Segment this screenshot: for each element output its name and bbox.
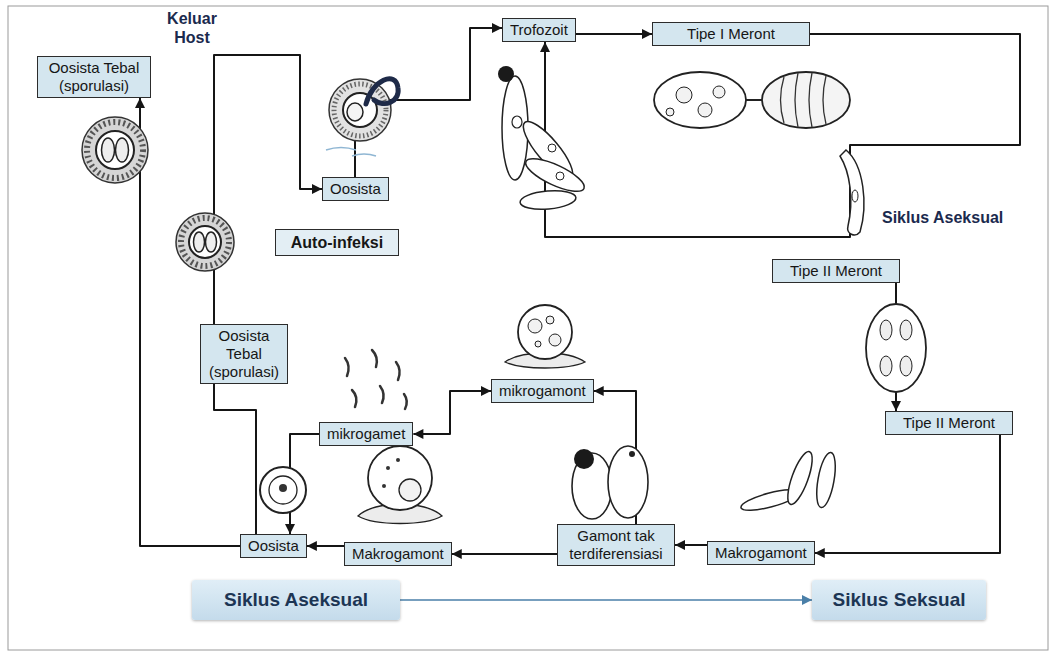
gamonts — [572, 446, 648, 519]
stage-box: Oosista — [322, 177, 389, 201]
connector — [307, 541, 344, 551]
stage-box: Tipe I Meront — [652, 22, 810, 46]
arrow-head — [802, 595, 812, 605]
connector-line — [400, 599, 812, 601]
stage-box: mikrogamet — [319, 422, 413, 446]
stage-text: Oosista — [330, 180, 381, 198]
arrow-head — [135, 98, 145, 108]
connector — [540, 34, 1020, 237]
connector — [413, 386, 491, 439]
stage-box: Makrogamont — [344, 542, 452, 566]
arrow-head — [413, 429, 423, 439]
stage-text: Tipe I Meront — [660, 25, 802, 43]
connector — [135, 98, 240, 546]
stage-box: Gamont tak terdiferensiasi — [557, 524, 675, 566]
arrow-head — [492, 23, 502, 33]
trophozoite-cluster — [498, 66, 588, 211]
stage-box: mikrogamont — [491, 379, 594, 403]
connector — [214, 384, 256, 534]
frame — [8, 6, 1048, 650]
stage-text: Auto-infeksi — [284, 233, 390, 252]
arrow-head — [675, 540, 685, 550]
stage-text: Oosista Tebal (sporulasi) — [45, 59, 143, 95]
connector — [675, 540, 707, 550]
stage-box: Makrogamont — [707, 541, 815, 565]
connector — [214, 55, 322, 324]
stage-text: mikrogamet — [327, 425, 405, 443]
arrow-head — [307, 541, 317, 551]
excysting-oocyst — [326, 79, 398, 156]
stage-text: Oosista — [248, 537, 299, 555]
arrow-head — [540, 42, 550, 52]
oocyst — [260, 467, 306, 513]
arrow-head — [642, 29, 652, 39]
stage-box: Trofozoit — [502, 18, 576, 42]
connector-line — [815, 435, 1000, 553]
stage-box: Tipe II Meront — [885, 411, 1013, 435]
microgamont — [505, 305, 585, 368]
stage-text: Makrogamont — [715, 544, 807, 562]
arrow-head — [891, 401, 901, 411]
connector — [400, 595, 812, 605]
stage-text: mikrogamont — [499, 382, 586, 400]
cycle-band: Siklus Seksual — [812, 580, 986, 620]
thick-oocyst — [176, 213, 234, 271]
stage-text: Siklus Aseksual — [224, 589, 368, 612]
cycle-label: Siklus Aseksual — [882, 208, 1003, 227]
stage-box: Tipe II Meront — [772, 259, 900, 283]
connector-line — [140, 98, 240, 546]
stage-box: Oosista — [240, 534, 307, 558]
stage-text: Tipe II Meront — [893, 414, 1005, 432]
stage-text: Trofozoit — [510, 21, 568, 39]
connector-line — [214, 55, 322, 324]
arrow-head — [481, 386, 491, 396]
connector-line — [452, 553, 557, 555]
arrow-head — [312, 184, 322, 194]
connector — [576, 29, 652, 39]
cycle-band: Siklus Aseksual — [192, 580, 400, 620]
stage-text: Gamont tak terdiferensiasi — [565, 527, 667, 563]
connector-line — [545, 34, 1020, 237]
stage-text: Makrogamont — [352, 545, 444, 563]
merozoite — [840, 150, 864, 235]
thick-oocyst — [82, 117, 148, 183]
arrow-head — [594, 386, 604, 396]
stage-box: Oosista Tebal (sporulasi) — [200, 324, 288, 384]
arrow-head — [815, 548, 825, 558]
stage-text: Oosista Tebal (sporulasi) — [208, 327, 280, 381]
type-one-meront — [654, 72, 850, 128]
process-box: Auto-infeksi — [275, 229, 399, 256]
stage-text: Tipe II Meront — [780, 262, 892, 280]
macrogamont — [358, 446, 442, 524]
connector-line — [413, 391, 491, 434]
merozoites — [739, 449, 839, 515]
stage-text: Siklus Seksual — [832, 589, 965, 612]
arrow-head — [285, 524, 295, 534]
exit-label: Keluar Host — [157, 9, 227, 47]
stage-box: Oosista Tebal (sporulasi) — [37, 56, 151, 98]
connector — [815, 435, 1000, 558]
type-two-meront — [866, 304, 926, 392]
arrow-head — [452, 549, 462, 559]
microgametes — [345, 350, 407, 409]
connector — [452, 549, 557, 559]
connector-line — [576, 33, 652, 35]
connector — [355, 23, 502, 177]
connector-line — [214, 384, 256, 534]
connector-line — [355, 28, 502, 177]
